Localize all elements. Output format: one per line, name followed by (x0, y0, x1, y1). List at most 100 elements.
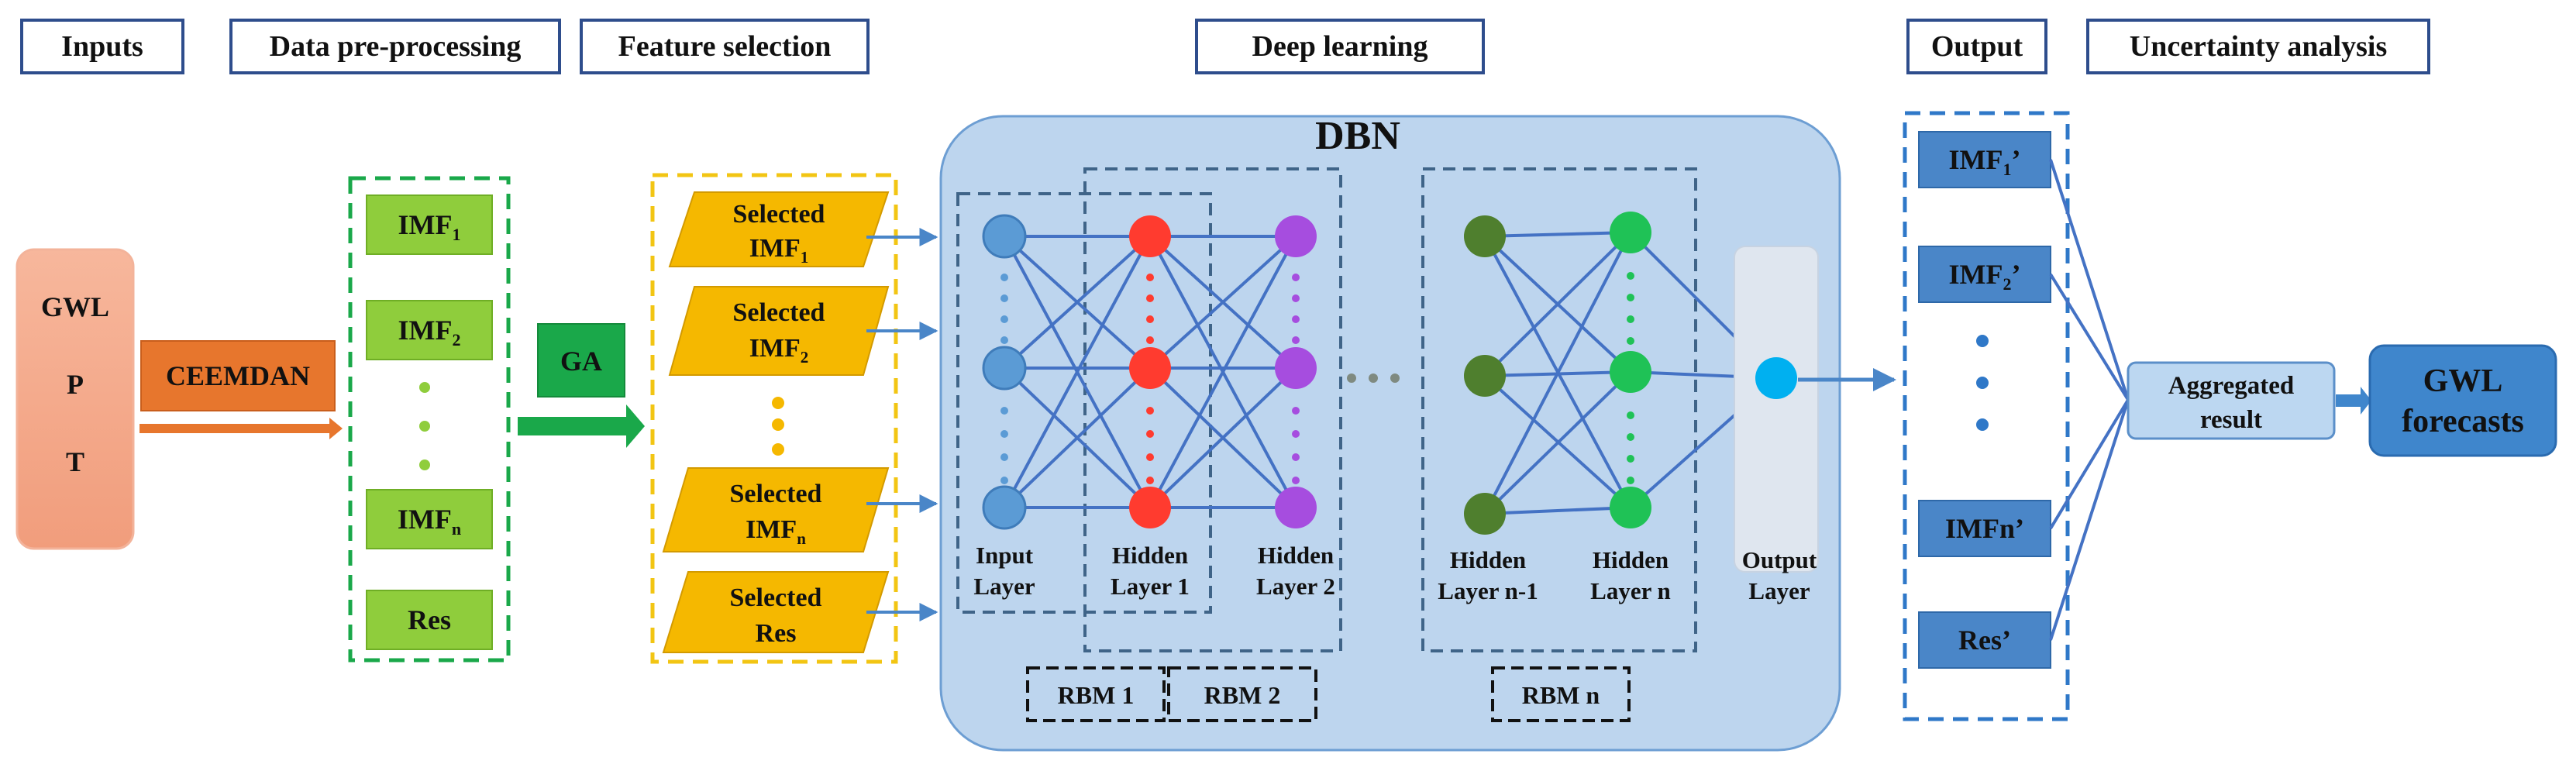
forecast-box: GWL forecasts (2368, 344, 2557, 457)
selected-imf2: Selected IMF2 (668, 286, 890, 376)
hidden1-label-1: Hidden (1112, 542, 1188, 569)
feature-to-input-arrows (866, 228, 938, 621)
rbm1-label: RBM 1 (1058, 681, 1135, 709)
selected-imfn-label: IMF (746, 515, 797, 544)
selected-ellipsis-dot (772, 397, 784, 409)
header-uncertainty-label: Uncertainty analysis (2130, 30, 2388, 63)
selected-imfn-word: Selected (730, 480, 822, 508)
ceemdan-label: CEEMDAN (166, 360, 310, 391)
imf1-box: IMF1 (366, 194, 493, 255)
hidden1-nodes (1129, 215, 1171, 528)
selected-imf1-subscript: 1 (801, 248, 809, 267)
hiddenn1-nodes (1464, 215, 1506, 535)
imf2-box: IMF2 (366, 300, 493, 360)
header-deep-learning-label: Deep learning (1252, 30, 1428, 63)
hiddenn1-node (1464, 355, 1506, 397)
hiddenn1-label-1: Hidden (1450, 546, 1526, 573)
input-layer-label-2: Layer (973, 573, 1035, 600)
ga-box: GA (537, 323, 625, 398)
aggregated-arrow (2336, 387, 2371, 415)
header-output: Output (1906, 19, 2047, 74)
svg-text:IMFn: IMFn (398, 504, 461, 539)
res-box: Res (366, 590, 493, 650)
forecast-label-2: forecasts (2402, 404, 2524, 439)
output-imf1p-label: IMF (1949, 144, 2003, 175)
imfn-label: IMF (398, 504, 452, 535)
output-layer-label-1: Output (1742, 546, 1817, 573)
selected-imf2-word: Selected (733, 298, 825, 327)
output-resp-label: Res’ (1958, 625, 2011, 656)
output-ellipsis-dot (1976, 377, 1989, 389)
hidden2-node (1275, 487, 1317, 528)
output-imfnp-label: IMFn’ (1945, 513, 2024, 544)
svg-text:IMF2: IMF2 (398, 315, 461, 349)
network-edge (1484, 506, 1631, 515)
imfn-subscript: n (452, 519, 461, 539)
hiddenn-label-2: Layer n (1590, 577, 1671, 604)
header-inputs: Inputs (20, 19, 184, 74)
ga-label: GA (560, 346, 602, 377)
rbmn-label: RBM n (1522, 681, 1600, 709)
input-layer-nodes (982, 214, 1027, 530)
network-edges (1003, 231, 1778, 515)
network-edge (1003, 236, 1152, 508)
imf-ellipsis-dot (419, 460, 430, 470)
selected-ellipsis-dot (772, 418, 784, 431)
header-feature-selection: Feature selection (580, 19, 870, 74)
output-imf2p-prime: ’ (2011, 259, 2020, 290)
imfn-box: IMFn (366, 489, 493, 549)
aggregated-label-2: result (2200, 406, 2262, 434)
selected-ellipsis-dot (772, 443, 784, 456)
output-imf2p-label: IMF (1949, 259, 2003, 290)
network-edge (1149, 236, 1297, 508)
rbm1-box: RBM 1 (1026, 666, 1166, 722)
selected-res-word: Selected (730, 583, 822, 612)
svg-text:IMFn: IMFn (746, 515, 806, 548)
hidden2-node (1275, 215, 1317, 257)
layer-gap-ellipsis (1347, 373, 1400, 383)
input-t: T (66, 446, 84, 477)
hidden1-node (1129, 215, 1171, 257)
hidden1-label-2: Layer 1 (1111, 573, 1190, 600)
output-imf2p: IMF2’ (1918, 246, 2051, 303)
rbm2-group-box (1083, 167, 1342, 652)
header-output-label: Output (1931, 30, 2023, 63)
hiddenn-node (1610, 487, 1651, 528)
output-imf2p-subscript: 2 (2003, 274, 2011, 294)
hidden2-node (1275, 347, 1317, 389)
output-layer-box (1734, 246, 1819, 573)
network-edge (1003, 367, 1152, 509)
hidden2-label-2: Layer 2 (1256, 573, 1335, 600)
selected-imf1-label: IMF (749, 234, 801, 263)
rbm2-label: RBM 2 (1204, 681, 1281, 709)
imf2-label: IMF (398, 315, 453, 346)
network-edge (1483, 231, 1632, 377)
hiddenn-nodes (1610, 212, 1651, 528)
selected-imfn: Selected IMFn (662, 467, 890, 552)
header-preprocessing-label: Data pre-processing (270, 30, 522, 63)
imf-ellipsis-dot (419, 382, 430, 393)
output-imfnp: IMFn’ (1918, 500, 2051, 557)
input-node (982, 346, 1027, 391)
hidden2-nodes (1275, 215, 1317, 528)
hiddenn1-node (1464, 215, 1506, 257)
output-to-aggregated-lines (2049, 159, 2130, 641)
input-p: P (67, 369, 84, 400)
input-gwl: GWL (41, 291, 109, 322)
header-feature-selection-label: Feature selection (618, 30, 832, 63)
aggregated-label-1: Aggregated (2168, 372, 2295, 400)
network-edge (1149, 367, 1297, 509)
output-ellipsis-dot (1976, 418, 1989, 431)
ceemdan-arrow (139, 418, 343, 439)
output-node (1755, 357, 1797, 399)
ceemdan-box: CEEMDAN (140, 340, 336, 411)
inputs-box: GWL P T (15, 248, 135, 550)
hidden1-node (1129, 487, 1171, 528)
rbm-group-boxes (956, 167, 1697, 652)
hidden2-label-1: Hidden (1258, 542, 1334, 569)
hiddenn1-label-2: Layer n-1 (1438, 577, 1538, 604)
svg-text:IMF2’: IMF2’ (1949, 259, 2021, 294)
hidden1-node (1129, 347, 1171, 389)
